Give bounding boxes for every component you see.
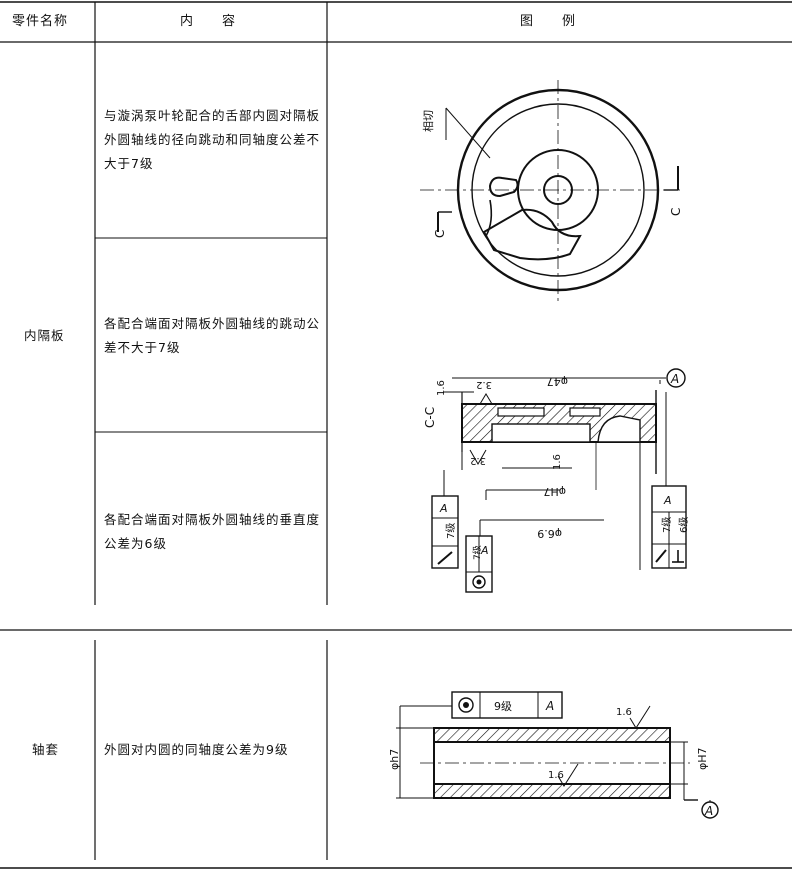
svg-text:9级: 9级	[494, 700, 512, 713]
datum-symbol-a: A	[666, 368, 686, 388]
svg-text:7级: 7级	[471, 545, 483, 560]
svg-text:A: A	[704, 804, 713, 818]
sleeve-roughness-mid: 1.6	[548, 770, 564, 781]
sleeve-drawing	[396, 705, 690, 800]
roughness-3-2-top: 3.2	[476, 379, 492, 390]
fcf-left-runout: A 7级	[431, 495, 459, 569]
diameter-mid: φH7	[543, 485, 566, 498]
diameter-bottom: φ6.9	[537, 527, 562, 540]
svg-text:A: A	[663, 494, 672, 507]
sleeve-roughness-top: 1.6	[616, 707, 632, 718]
content-item-3: 各配合端面对隔板外圆轴线的垂直度公差为6级	[104, 512, 321, 551]
fcf-sleeve: 9级 A	[451, 691, 563, 719]
section-name: C-C	[423, 407, 437, 428]
roughness-1-6-mid: 1.6	[552, 454, 563, 470]
fcf-left-coaxiality: 7级 A	[465, 535, 493, 593]
svg-text:A: A	[439, 502, 448, 515]
svg-text:6级: 6级	[678, 517, 690, 533]
svg-text:A: A	[480, 544, 489, 557]
diameter-top: φ47	[547, 375, 568, 388]
section-mark-left: C	[433, 230, 447, 238]
roughness-3-2-bottom: 3.2	[470, 455, 486, 466]
header-part-name: 零件名称	[12, 14, 69, 29]
content-item-4: 外圆对内圆的同轴度公差为9级	[104, 742, 289, 757]
svg-text:7级: 7级	[445, 523, 457, 539]
part-name-sleeve: 轴套	[32, 742, 60, 757]
svg-text:7级: 7级	[661, 517, 673, 533]
svg-text:A: A	[670, 372, 679, 386]
content-item-2: 各配合端面对隔板外圆轴线的跳动公差不大于7级	[104, 316, 321, 355]
section-mark-right: C	[669, 208, 683, 216]
plan-view	[420, 80, 680, 305]
sleeve-datum-symbol-a: A	[684, 799, 719, 819]
header-content: 内 容	[180, 14, 237, 29]
roughness-1-6: 1.6	[436, 380, 447, 396]
tangent-label: 相切	[422, 110, 435, 132]
sleeve-diameter-right: φH7	[696, 747, 709, 770]
part-name-inner-plate: 内隔板	[24, 328, 65, 343]
svg-text:A: A	[545, 699, 554, 713]
fcf-right: A 7级 6级	[651, 485, 690, 569]
header-illustration: 图 例	[520, 14, 577, 29]
section-view	[443, 377, 667, 570]
content-item-1: 与漩涡泵叶轮配合的舌部内圆对隔板外圆轴线的径向跳动和同轴度公差不大于7级	[104, 108, 321, 171]
sleeve-diameter-left: φh7	[388, 749, 401, 770]
